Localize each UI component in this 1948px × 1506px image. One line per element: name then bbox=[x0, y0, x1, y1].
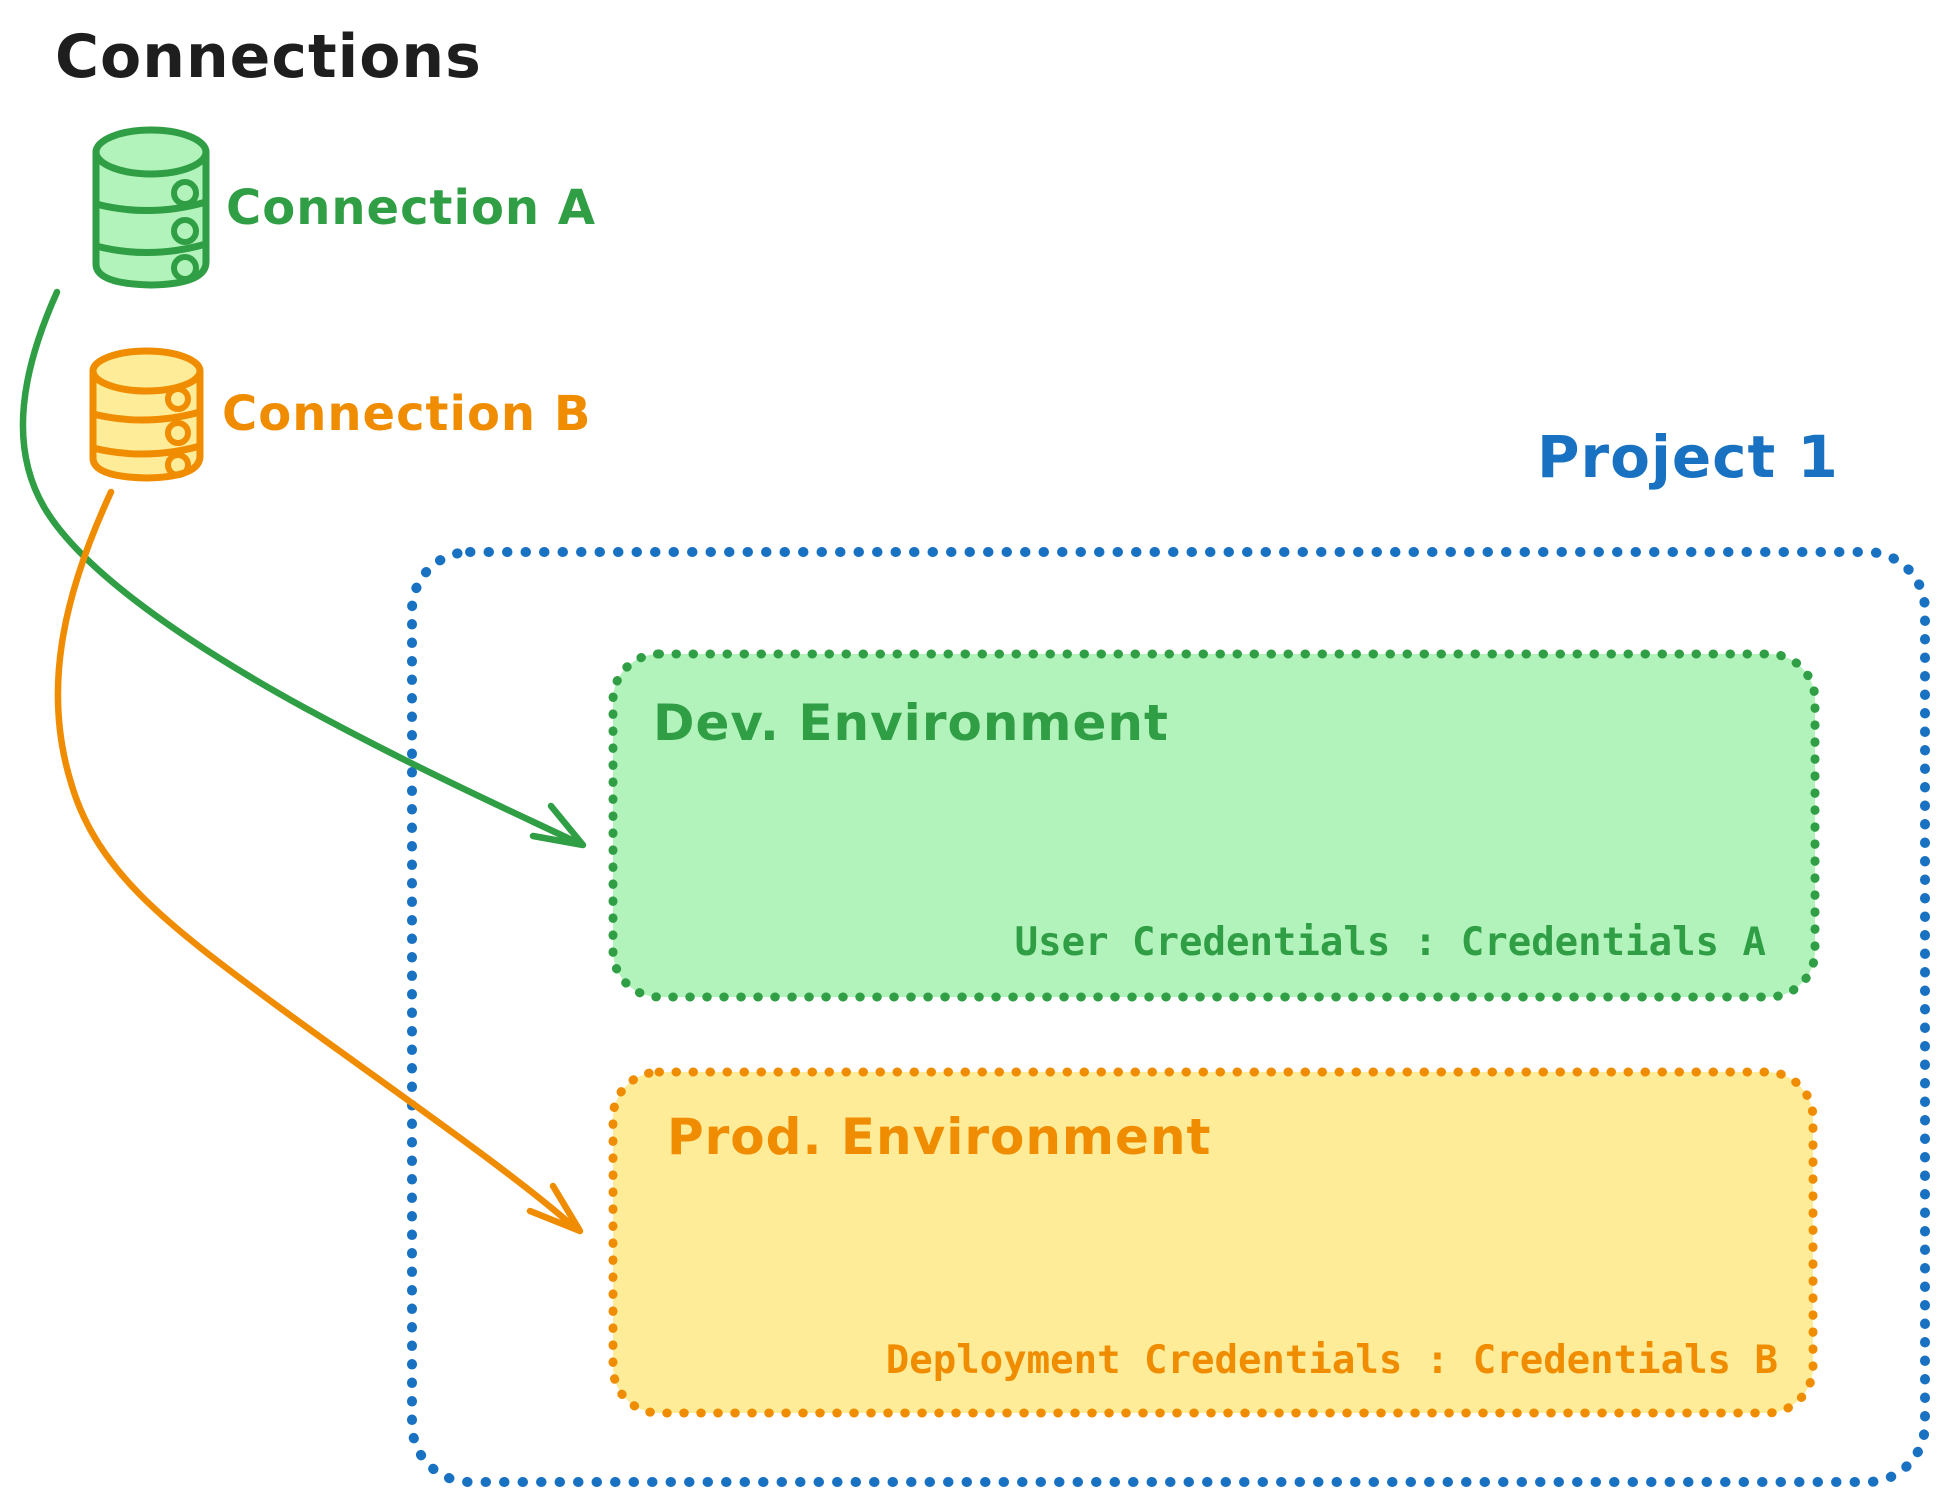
database-icon bbox=[89, 347, 204, 482]
connection-a-label: Connection A bbox=[226, 180, 596, 236]
prod-environment-title: Prod. Environment bbox=[667, 1108, 1212, 1166]
database-icon bbox=[92, 126, 210, 289]
prod-environment-credentials: Deployment Credentials : Credentials B bbox=[885, 1338, 1778, 1383]
connection-b-label: Connection B bbox=[222, 386, 592, 442]
connection-b-arrow bbox=[54, 488, 584, 1235]
connections-title: Connections bbox=[55, 22, 482, 92]
dev-environment-credentials: User Credentials : Credentials A bbox=[1014, 920, 1766, 965]
dev-environment-box bbox=[608, 649, 1820, 1002]
connection-a-arrow bbox=[19, 288, 587, 849]
arrowhead-icon bbox=[526, 1182, 584, 1235]
dev-environment-title: Dev. Environment bbox=[653, 694, 1169, 752]
project-container-box bbox=[407, 547, 1930, 1487]
arrowhead-icon bbox=[529, 802, 587, 849]
project-title: Project 1 bbox=[1537, 423, 1839, 491]
prod-environment-box bbox=[608, 1067, 1818, 1418]
